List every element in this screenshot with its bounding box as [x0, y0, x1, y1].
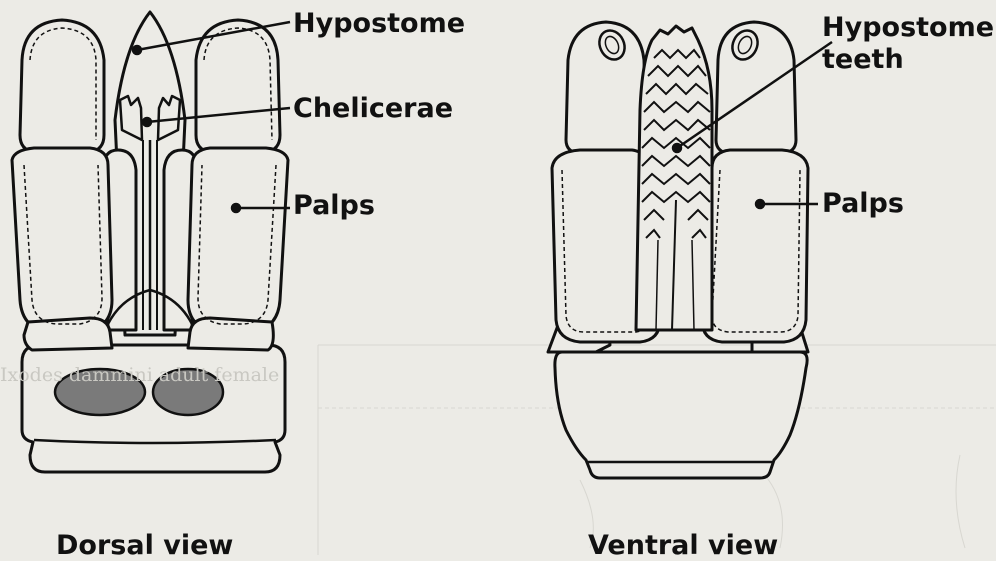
dorsal-view-drawing: [12, 12, 288, 472]
dorsal-palp-right-base: [188, 318, 273, 350]
label-hypostome-teeth-line2: teeth: [822, 46, 904, 73]
dorsal-palp-left-distal: [20, 20, 104, 152]
ventral-basis-capituli: [555, 352, 807, 478]
label-palps-ventral: Palps: [822, 190, 904, 217]
label-chelicerae: Chelicerae: [293, 95, 453, 122]
ventral-view-drawing: [548, 22, 808, 478]
label-hypostome: Hypostome: [293, 10, 465, 37]
label-palps-dorsal: Palps: [293, 192, 375, 219]
label-hypostome-teeth-line1: Hypostome: [822, 14, 994, 41]
dorsal-palp-left-proximal: [12, 148, 112, 333]
dorsal-palp-right-distal: [196, 20, 280, 152]
bleed-through-caption: Ixodes dammini adult female: [0, 366, 279, 385]
dorsal-palp-right-proximal: [188, 148, 288, 333]
ventral-palp-right-proximal: [702, 150, 808, 342]
dorsal-palp-left-base: [24, 318, 112, 350]
